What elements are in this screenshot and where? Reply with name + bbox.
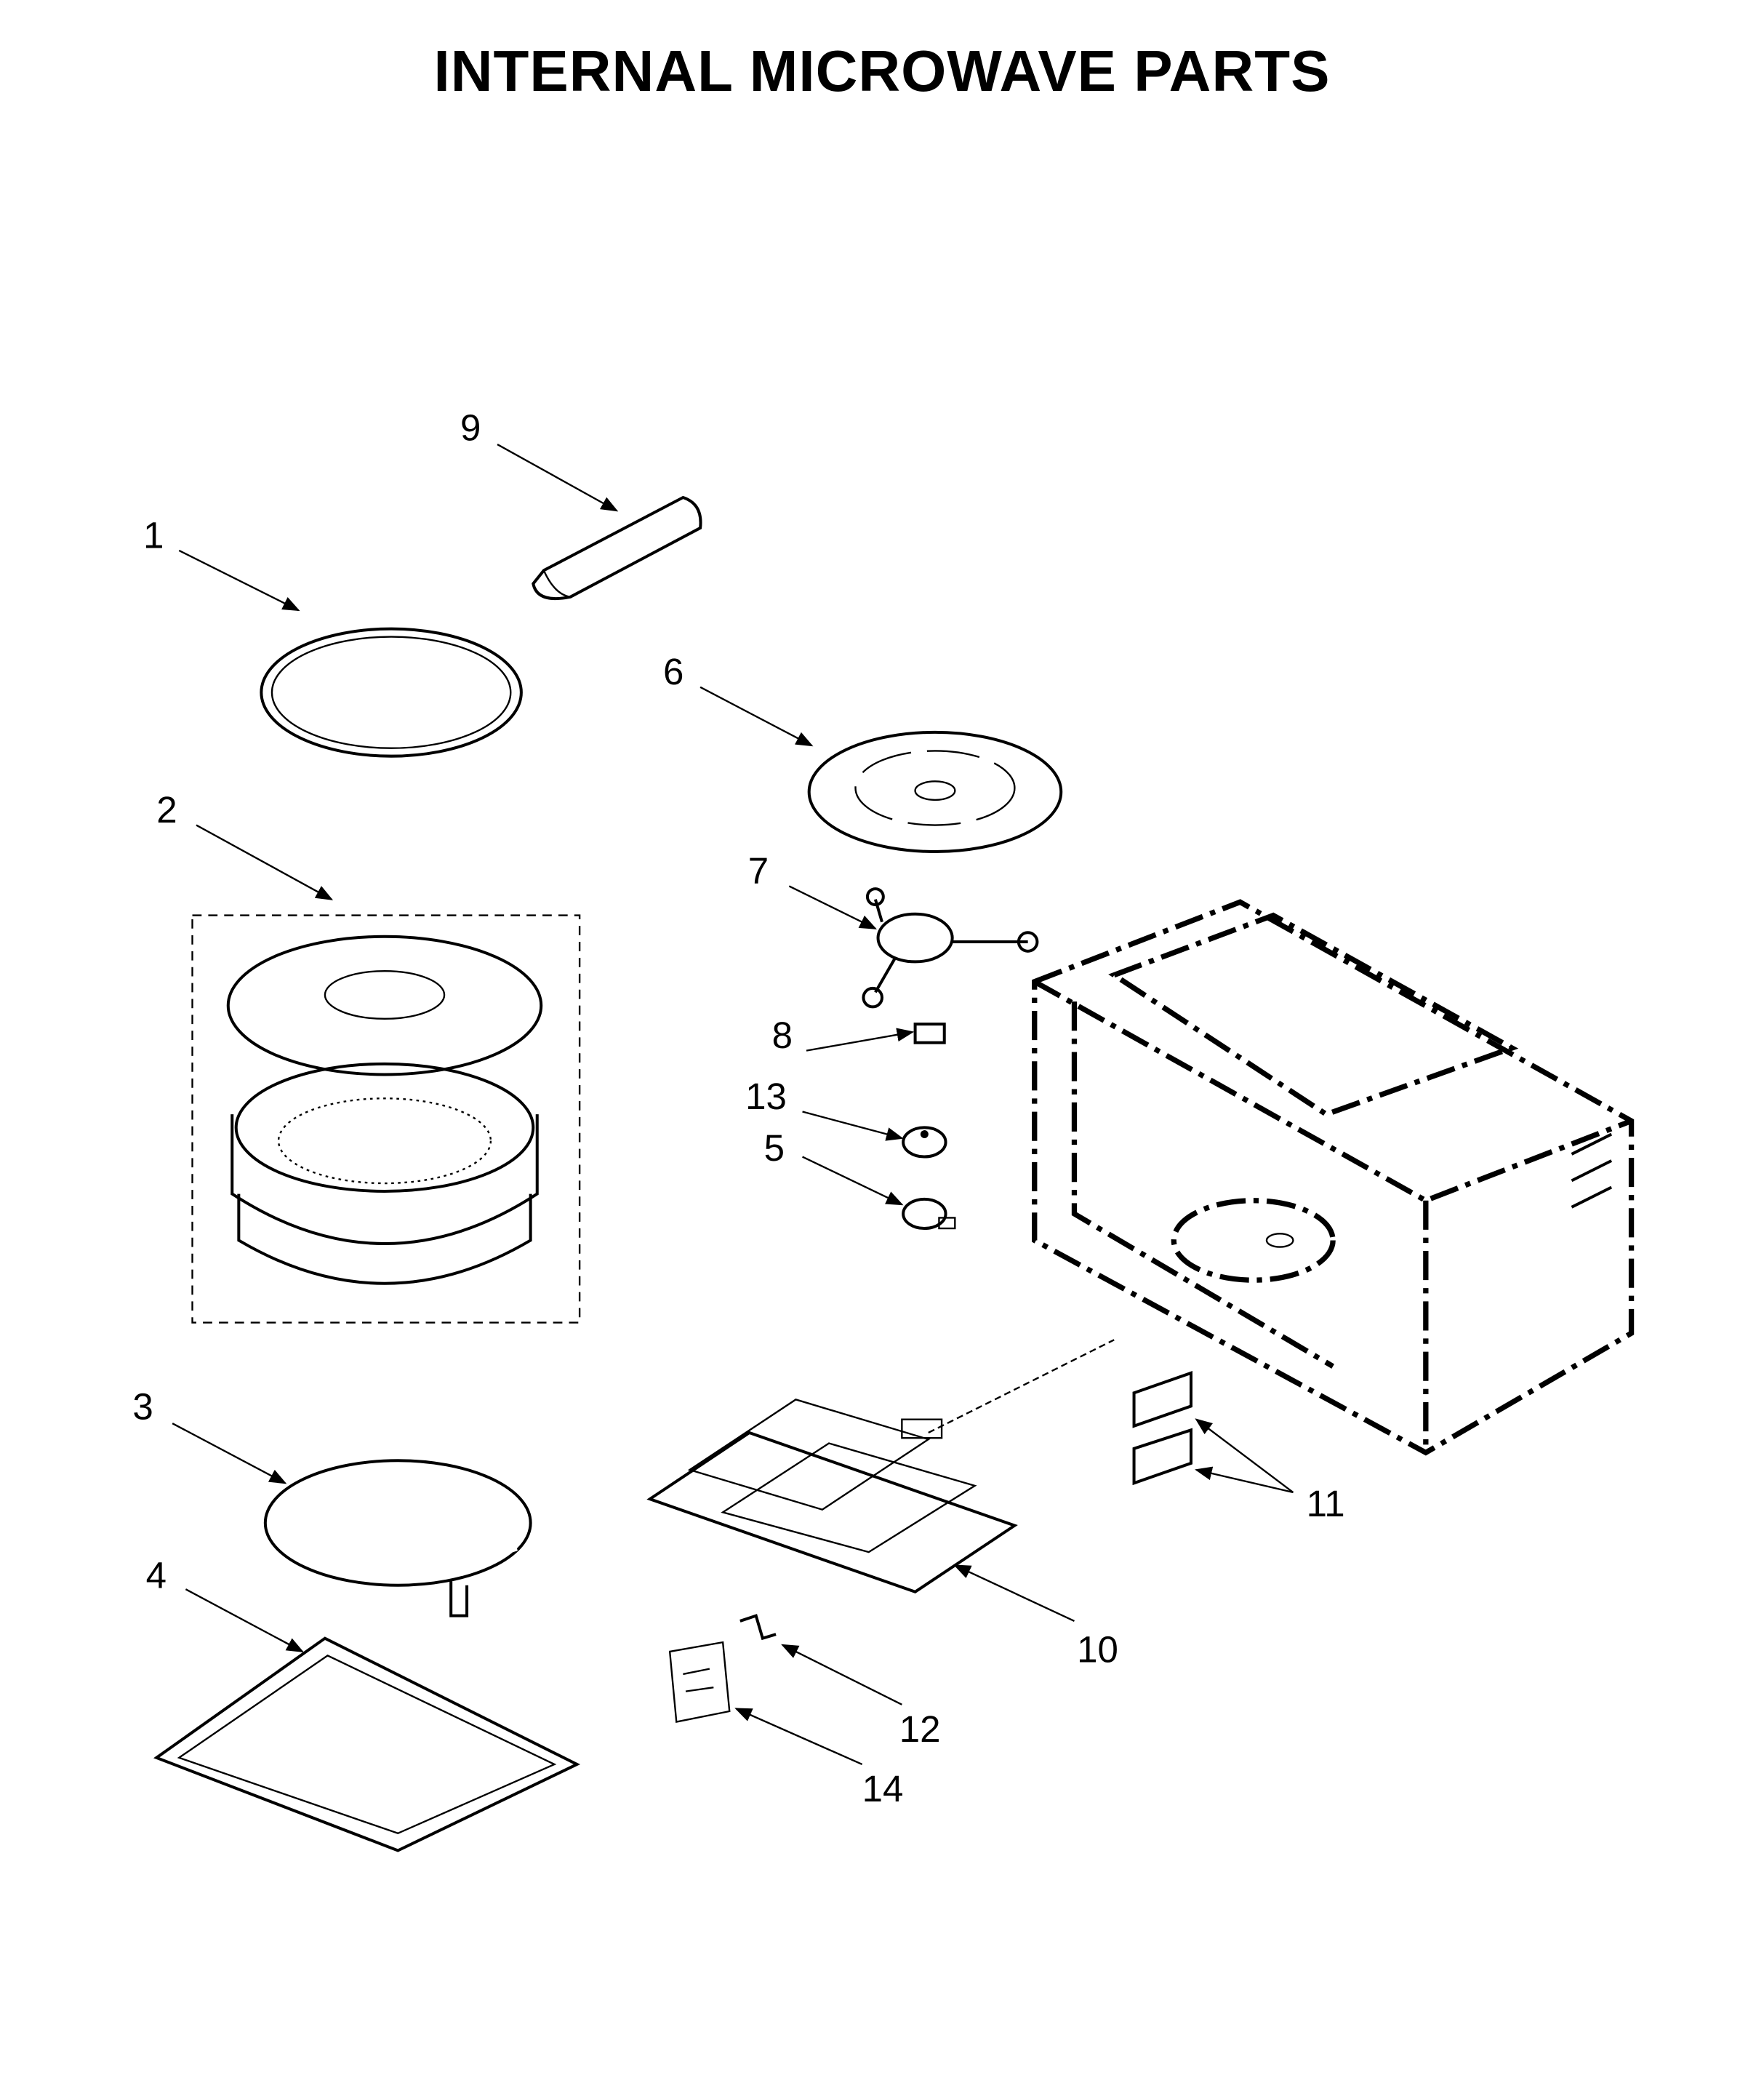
part-14-shield	[668, 1641, 731, 1723]
part-5-motor	[902, 1197, 956, 1231]
part-2-steamer-kit	[191, 914, 581, 1324]
part-6-turntable	[807, 730, 1063, 854]
part-10-heating-element	[646, 1339, 1115, 1594]
part-7-turntable-support	[862, 887, 1039, 1009]
part-12-clip	[739, 1614, 777, 1641]
microwave-cavity	[1032, 899, 1635, 1456]
part-11-insulators	[1132, 1371, 1193, 1486]
callout-3: 3	[132, 1386, 153, 1428]
part-4-baking-tray	[153, 1636, 581, 1852]
callout-8: 8	[772, 1015, 793, 1056]
leader-lines	[172, 444, 1294, 1766]
callout-2: 2	[156, 789, 177, 831]
callout-9: 9	[460, 407, 481, 449]
callout-1: 1	[143, 514, 164, 556]
part-1-crisper-pan	[260, 627, 523, 758]
callout-14: 14	[862, 1768, 904, 1809]
callout-12: 12	[899, 1708, 941, 1750]
callout-4: 4	[146, 1554, 167, 1596]
callout-6: 6	[663, 651, 683, 692]
part-13-motor	[902, 1126, 947, 1159]
callout-11: 11	[1307, 1483, 1345, 1524]
callout-10: 10	[1077, 1628, 1118, 1670]
part-9-handle	[532, 495, 702, 601]
callout-5: 5	[764, 1127, 785, 1169]
part-3-grill-rack	[263, 1459, 532, 1617]
callout-7: 7	[748, 850, 769, 892]
part-8-coupler	[913, 1023, 946, 1044]
callout-13: 13	[745, 1076, 787, 1117]
diagram-title: INTERNAL MICROWAVE PARTS	[433, 39, 1331, 103]
